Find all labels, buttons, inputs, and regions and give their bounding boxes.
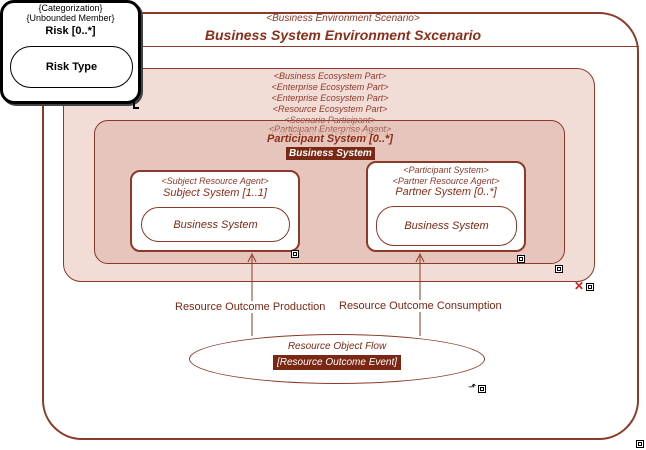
- arrow-up-icon[interactable]: ⬏: [468, 382, 477, 393]
- expand-icon[interactable]: [555, 265, 563, 273]
- partner-system-title: Partner System [0..*]: [395, 186, 497, 198]
- resource-object-flow-title: Resource Object Flow: [287, 341, 387, 352]
- participant-system-title: Participant System [0..*]: [267, 133, 393, 145]
- risk-type-label: Risk Type: [45, 61, 98, 73]
- ecosystem-stereotype-3: <Enterprise Ecosystem Part>: [271, 93, 389, 103]
- expand-icon[interactable]: [478, 385, 486, 393]
- scenario-header-divider: [140, 46, 639, 47]
- partner-system-stereotype-1: <Participant System>: [403, 165, 489, 175]
- expand-icon[interactable]: [586, 283, 594, 291]
- delete-icon[interactable]: ✕: [574, 279, 585, 293]
- participant-stereotype-1: <Scenario Participant>: [284, 115, 376, 125]
- participant-stereotype-2: <Participant Enterprise Agent>: [268, 124, 392, 134]
- subject-business-system[interactable]: Business System: [141, 207, 290, 242]
- risk-stereotype-2: {Unbounded Member}: [26, 13, 115, 23]
- risk-type-pill[interactable]: Risk Type: [10, 46, 133, 88]
- consumption-flow-label[interactable]: Resource Outcome Consumption: [339, 300, 502, 312]
- subject-system-stereotype: <Subject Resource Agent>: [161, 176, 269, 186]
- partner-business-system[interactable]: Business System: [376, 206, 517, 246]
- ecosystem-stereotype-2: <Enterprise Ecosystem Part>: [271, 82, 389, 92]
- risk-name: Risk [0..*]: [45, 25, 96, 37]
- subject-business-system-label: Business System: [173, 218, 258, 231]
- risk-stereotype-1: {Categorization}: [38, 3, 103, 13]
- expand-icon[interactable]: [636, 440, 644, 448]
- partner-business-system-label: Business System: [404, 220, 489, 232]
- participant-system-badge: Business System: [286, 147, 375, 160]
- production-flow-label[interactable]: Resource Outcome Production: [175, 301, 326, 313]
- ecosystem-stereotype-4: <Resource Ecosystem Part>: [272, 104, 388, 114]
- ecosystem-stereotype-1: <Business Ecosystem Part>: [273, 71, 387, 81]
- subject-system-title: Subject System [1..1]: [163, 187, 267, 199]
- resource-outcome-event-badge: [Resource Outcome Event]: [273, 355, 402, 370]
- expand-icon[interactable]: [517, 255, 525, 263]
- scenario-title: Business System Environment Sxcenario: [204, 27, 482, 43]
- partner-system-stereotype-2: <Partner Resource Agent>: [392, 176, 500, 186]
- participant-ghost-title: Participant System [0..*]: [271, 126, 389, 138]
- scenario-stereotype: <Business Environment Scenario>: [266, 13, 420, 24]
- collapse-marker-icon[interactable]: [133, 100, 139, 109]
- expand-icon[interactable]: [291, 250, 299, 258]
